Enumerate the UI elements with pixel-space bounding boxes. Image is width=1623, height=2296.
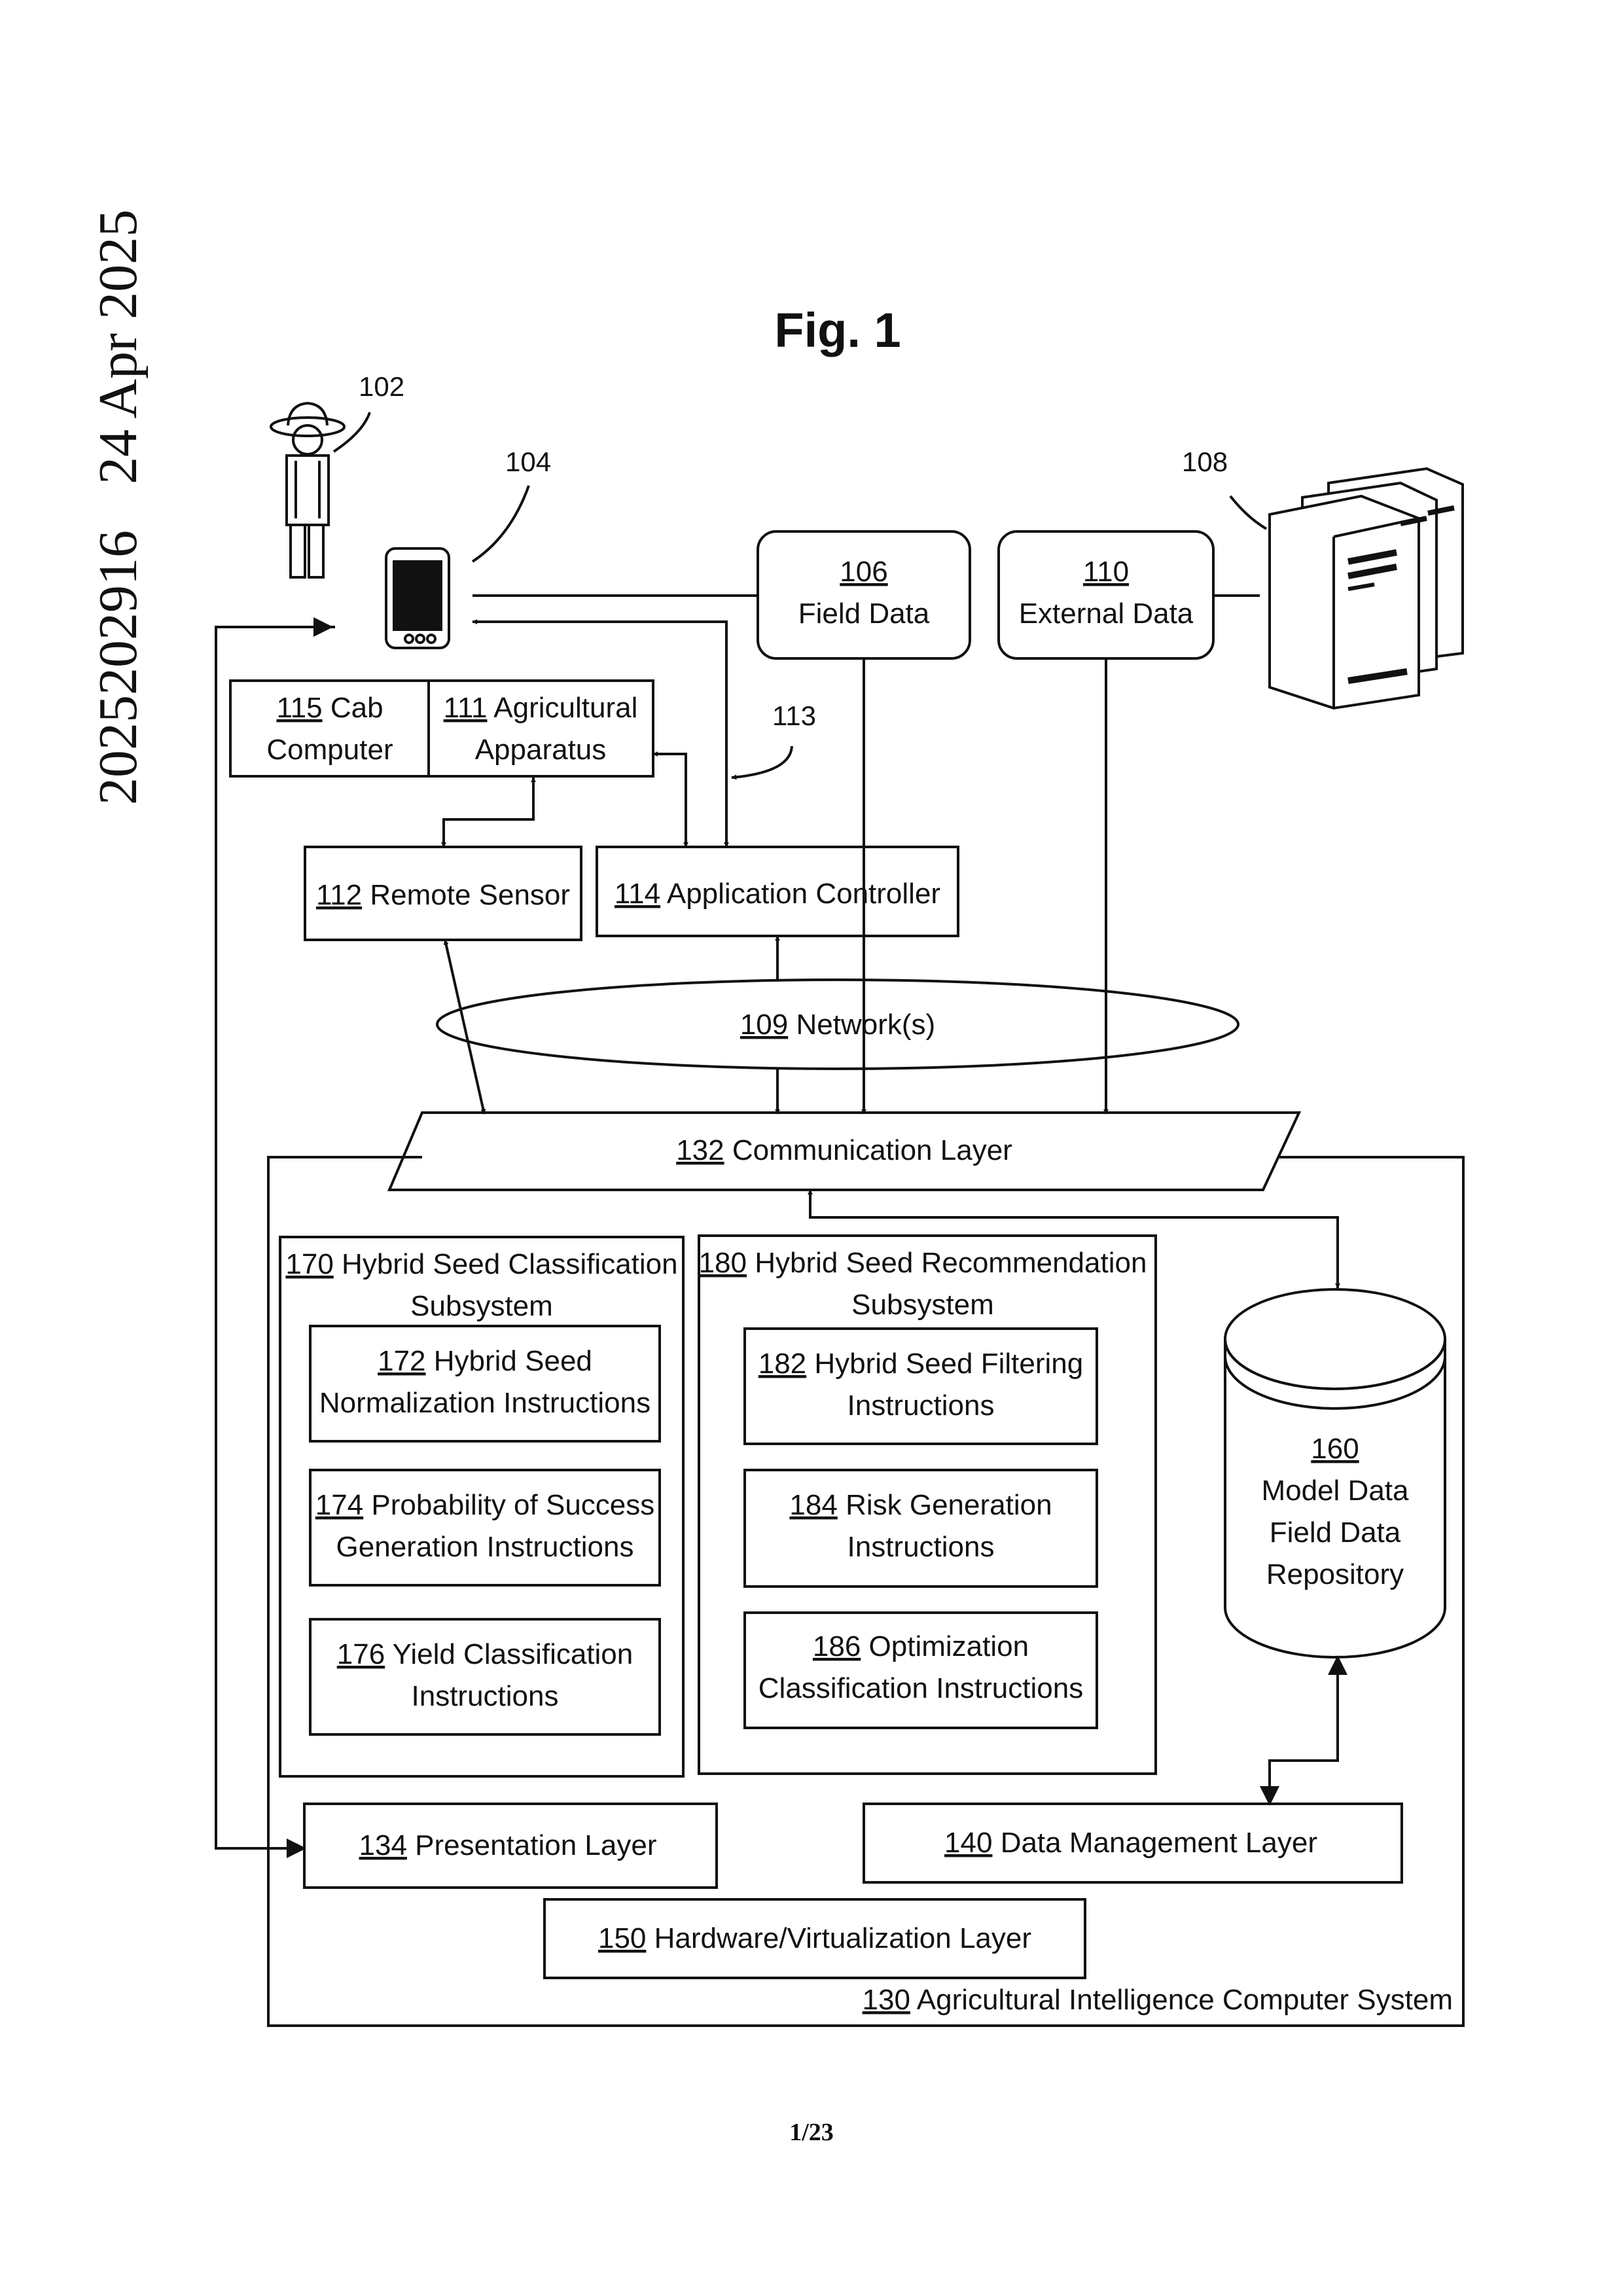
apparatus-text1: Agricultural — [493, 692, 637, 724]
optim-text1: Optimization — [869, 1630, 1029, 1662]
filter-text1: Hybrid Seed Filtering — [814, 1348, 1083, 1380]
data-mgmt-num: 140 — [944, 1827, 992, 1859]
hardware-num: 150 — [598, 1922, 646, 1954]
yield-text1: Yield Classification — [393, 1638, 633, 1670]
label-104: 104 — [505, 446, 551, 477]
hybrid-rec-line2: Subsystem — [851, 1289, 994, 1321]
external-data-label: External Data — [1019, 598, 1194, 630]
filter-line1: 182 Hybrid Seed Filtering — [758, 1348, 1084, 1380]
prob-num: 174 — [315, 1489, 363, 1521]
field-data-label: Field Data — [798, 598, 930, 630]
hybrid-class-num: 170 — [285, 1248, 333, 1280]
risk-line2: Instructions — [847, 1531, 995, 1563]
norm-num: 172 — [378, 1345, 425, 1377]
leader-108 — [1230, 496, 1266, 529]
risk-line1: 184 Risk Generation — [789, 1489, 1052, 1521]
hybrid-class-line1: 170 Hybrid Seed Classification — [285, 1248, 677, 1280]
cab-computer-text1: Cab — [330, 692, 383, 724]
label-102: 102 — [359, 371, 404, 402]
presentation-num: 134 — [359, 1829, 407, 1861]
network-text: Network(s) — [796, 1009, 935, 1041]
norm-text1: Hybrid Seed — [434, 1345, 592, 1377]
apparatus-line1: 111 Agricultural — [444, 692, 638, 724]
page-number: 1/23 — [720, 2118, 903, 2147]
external-data-num: 110 — [1083, 556, 1129, 588]
data-mgmt-label: 140 Data Management Layer — [944, 1827, 1317, 1859]
yield-num: 176 — [337, 1638, 385, 1670]
optim-line1: 186 Optimization — [813, 1630, 1029, 1662]
hybrid-class-line2: Subsystem — [410, 1290, 553, 1322]
data-mgmt-text: Data Management Layer — [1001, 1827, 1317, 1859]
cab-computer-line2: Computer — [266, 734, 393, 766]
prob-line1: 174 Probability of Success — [315, 1489, 655, 1521]
app-controller-num: 114 — [615, 878, 660, 910]
network-num: 109 — [740, 1009, 788, 1041]
repository-cylinder — [1225, 1289, 1445, 1657]
optim-line2: Classification Instructions — [758, 1672, 1083, 1704]
app-controller-text: Application Controller — [667, 878, 940, 910]
hybrid-rec-text1: Hybrid Seed Recommendation — [755, 1247, 1147, 1279]
system-text: Agricultural Intelligence Computer Syste… — [917, 1984, 1453, 2016]
normalization-box — [310, 1326, 660, 1441]
probability-box — [310, 1470, 660, 1585]
hybrid-rec-num: 180 — [699, 1247, 747, 1279]
system-outer-box — [268, 1157, 1463, 2026]
prob-text1: Probability of Success — [371, 1489, 654, 1521]
apparatus-num: 111 — [444, 692, 488, 724]
optim-num: 186 — [813, 1630, 861, 1662]
risk-text1: Risk Generation — [846, 1489, 1052, 1521]
apparatus-line2: Apparatus — [475, 734, 607, 766]
yield-line1: 176 Yield Classification — [337, 1638, 633, 1670]
presentation-text: Presentation Layer — [415, 1829, 656, 1861]
farmer-icon — [271, 403, 344, 577]
system-label: 130 Agricultural Intelligence Computer S… — [863, 1984, 1453, 2016]
server-stack-icon — [1270, 469, 1463, 708]
filter-line2: Instructions — [847, 1390, 995, 1422]
comm-layer-label: 132 Communication Layer — [676, 1134, 1012, 1166]
field-data-num: 106 — [840, 556, 887, 588]
filter-num: 182 — [758, 1348, 806, 1380]
repo-num: 160 — [1311, 1433, 1359, 1465]
remote-sensor-label: 112 Remote Sensor — [316, 879, 570, 911]
comm-layer-text: Communication Layer — [732, 1134, 1012, 1166]
yield-box — [310, 1619, 660, 1734]
norm-line1: 172 Hybrid Seed — [378, 1345, 592, 1377]
repo-line3: Repository — [1266, 1558, 1404, 1590]
risk-box — [745, 1470, 1097, 1587]
external-data-box — [999, 531, 1213, 658]
filtering-box — [745, 1329, 1097, 1444]
hybrid-rec-line1: 180 Hybrid Seed Recommendation — [699, 1247, 1147, 1279]
field-data-box — [758, 531, 970, 658]
hardware-label: 150 Hardware/Virtualization Layer — [598, 1922, 1031, 1954]
repo-line1: Model Data — [1261, 1475, 1409, 1507]
norm-line2: Normalization Instructions — [319, 1387, 651, 1419]
mobile-device-icon — [386, 548, 449, 648]
hardware-text: Hardware/Virtualization Layer — [654, 1922, 1031, 1954]
prob-line2: Generation Instructions — [336, 1531, 634, 1563]
repo-line2: Field Data — [1270, 1516, 1401, 1549]
presentation-label: 134 Presentation Layer — [359, 1829, 657, 1861]
risk-num: 184 — [789, 1489, 837, 1521]
comm-layer-num: 132 — [676, 1134, 724, 1166]
hybrid-class-text1: Hybrid Seed Classification — [342, 1248, 678, 1280]
cab-computer-line1: 115 Cab — [276, 692, 383, 724]
yield-line2: Instructions — [412, 1680, 559, 1712]
leader-104 — [473, 486, 529, 562]
app-controller-label: 114 Application Controller — [615, 878, 940, 910]
label-108: 108 — [1182, 446, 1228, 477]
label-113: 113 — [772, 700, 816, 731]
remote-sensor-num: 112 — [316, 879, 362, 911]
cab-computer-num: 115 — [276, 692, 322, 724]
network-label: 109 Network(s) — [740, 1009, 935, 1041]
system-num: 130 — [863, 1984, 910, 2016]
remote-sensor-text: Remote Sensor — [370, 879, 570, 911]
